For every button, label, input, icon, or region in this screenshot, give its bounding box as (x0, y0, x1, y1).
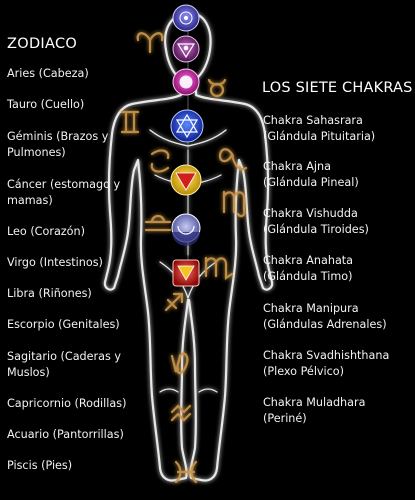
pisces-icon (174, 460, 198, 484)
aquarius-icon (170, 404, 192, 422)
zodiac-item-libra: Libra (Riñones) (7, 287, 92, 300)
leo-icon (218, 148, 248, 171)
virgo-icon (222, 190, 246, 218)
zodiac-item-leo: Leo (Corazón) (7, 225, 85, 238)
zodiac-item-cancer: Cáncer (estomago y mamas) (7, 178, 121, 207)
chakra-item-ajna: Chakra Ajna (Glándula Pineal) (263, 160, 359, 189)
zodiac-item-sagittarius: Sagitario (Caderas y Muslos) (7, 350, 121, 379)
libra-icon (144, 214, 172, 232)
chakra-item-manipura: Chakra Manipura (Glándulas Adrenales) (263, 302, 387, 331)
chakra-item-anahata: Chakra Anahata (Glándula Timo) (263, 254, 354, 283)
zodiac-item-scorpio: Escorpio (Genitales) (7, 318, 120, 331)
zodiac-item-capricorn: Capricornio (Rodillas) (7, 397, 127, 410)
chakra-item-svadhishthana: Chakra Svadhishthana (Plexo Pélvico) (263, 349, 390, 378)
zodiac-item-pisces: Piscis (Pies) (7, 459, 73, 472)
chakra-ajna-icon (172, 35, 200, 63)
chakra-svadhishthana-icon (171, 213, 201, 246)
chakra-item-vishudda: Chakra Vishudda (Glándula Tiroides) (263, 207, 369, 236)
zodiac-item-virgo: Virgo (Intestinos) (7, 256, 103, 269)
chakra-item-muladhara: Chakra Muladhara (Periné) (263, 396, 366, 425)
zodiac-item-gemini: Géminis (Brazos y Pulmones) (7, 130, 109, 159)
zodiac-item-taurus: Tauro (Cuello) (7, 98, 85, 111)
gemini-icon (120, 110, 140, 134)
scorpio-icon (204, 256, 234, 281)
sagittarius-icon (164, 292, 184, 312)
zodiac-item-aries: Aries (Cabeza) (7, 67, 89, 80)
zodiac-heading: ZODIACO (7, 36, 78, 52)
cancer-icon (150, 149, 170, 173)
chakra-vishudda-icon (172, 68, 200, 96)
chakras-heading: LOS SIETE CHAKRAS (262, 80, 413, 96)
zodiac-item-aquarius: Acuario (Pantorrillas) (7, 428, 124, 441)
aries-icon (136, 32, 164, 54)
capricorn-icon (170, 352, 189, 375)
chakra-manipura-icon (170, 164, 202, 196)
chakra-sahasrara-icon (172, 4, 200, 32)
chakra-item-sahasrara: Chakra Sahasrara (Glándula Pituitaria) (263, 114, 376, 143)
taurus-icon (207, 78, 227, 98)
chakra-muladhara-icon (172, 259, 200, 287)
chakra-anahata-icon (170, 109, 204, 143)
